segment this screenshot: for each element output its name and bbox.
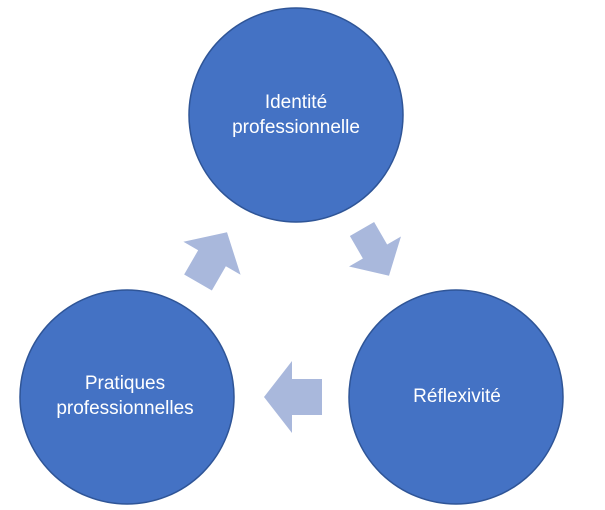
arrow-right-to-left	[264, 361, 322, 433]
node-identite-professionnelle	[188, 7, 404, 223]
arrow-left-to-top	[183, 232, 241, 291]
arrow-top-to-right	[349, 221, 401, 276]
node-pratiques-professionnelles	[19, 289, 235, 505]
node-reflexivite	[348, 289, 564, 505]
